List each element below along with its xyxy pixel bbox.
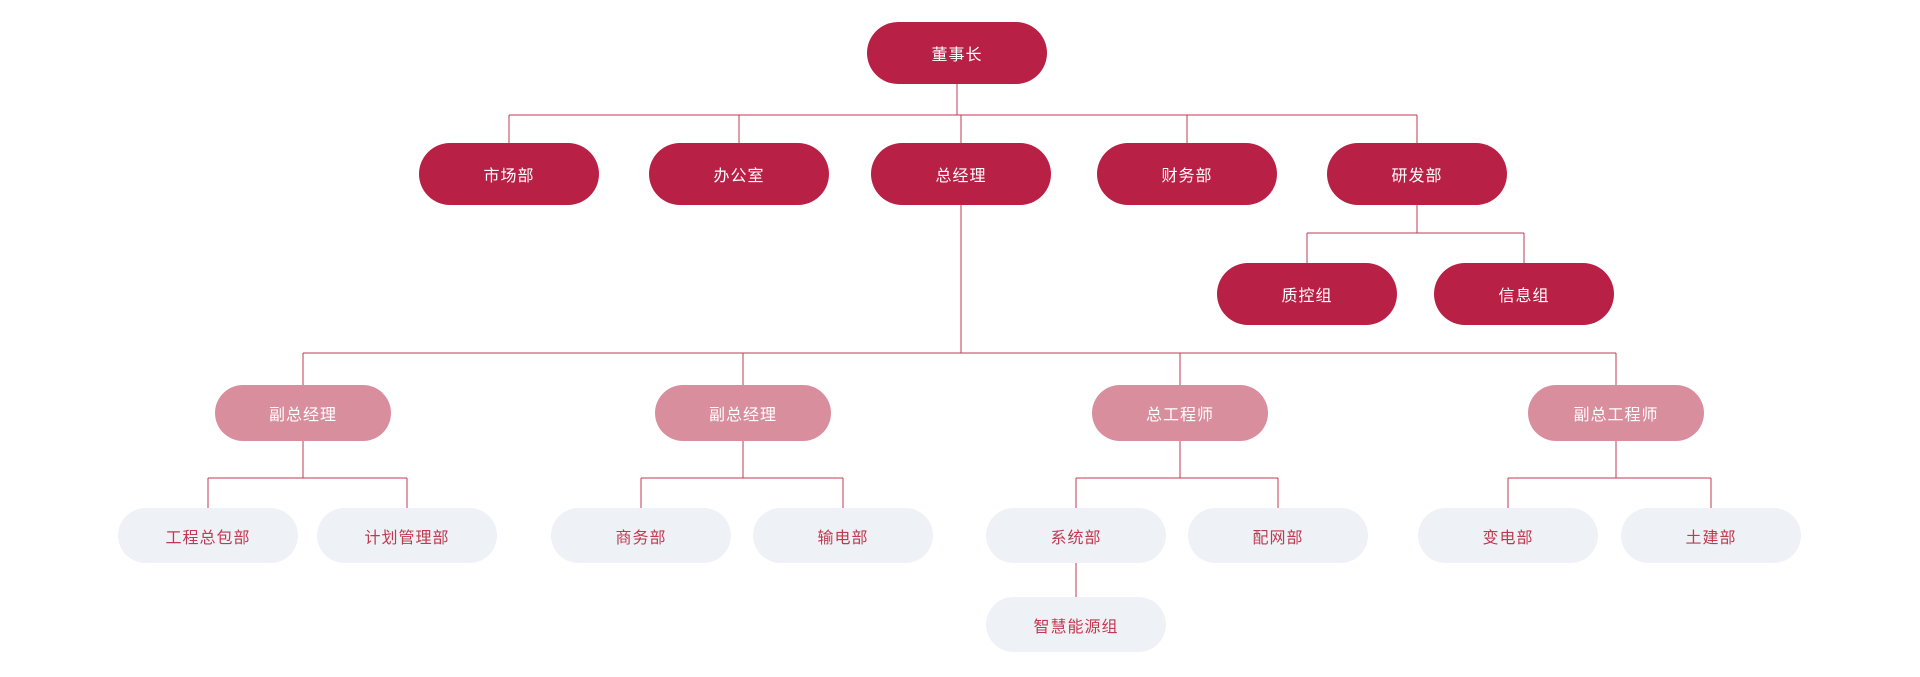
org-node-info-group[interactable]: 信息组 [1434, 263, 1614, 325]
connector-deputy-gm-1-children [207, 441, 408, 508]
org-node-epc-dept[interactable]: 工程总包部 [118, 508, 298, 563]
org-node-general-manager[interactable]: 总经理 [871, 143, 1051, 205]
connector-deputy-gm-2-children [640, 441, 844, 508]
connector-deputy-chief-engineer-children [1507, 441, 1712, 508]
connector-chief-engineer-children [1075, 441, 1279, 508]
org-node-commerce-dept[interactable]: 商务部 [551, 508, 731, 563]
org-node-deputy-gm-2[interactable]: 副总经理 [655, 385, 831, 441]
org-node-transmission-dept[interactable]: 输电部 [753, 508, 933, 563]
org-node-smart-energy-group[interactable]: 智慧能源组 [986, 597, 1166, 652]
org-node-chief-engineer[interactable]: 总工程师 [1092, 385, 1268, 441]
org-node-finance-dept[interactable]: 财务部 [1097, 143, 1277, 205]
org-node-civil-dept[interactable]: 土建部 [1621, 508, 1801, 563]
connector-rnd-children [1306, 205, 1525, 263]
org-node-marketing-dept[interactable]: 市场部 [419, 143, 599, 205]
org-node-distribution-dept[interactable]: 配网部 [1188, 508, 1368, 563]
org-node-deputy-gm-1[interactable]: 副总经理 [215, 385, 391, 441]
connector-level3 [302, 205, 1617, 385]
connector-level1 [508, 84, 1418, 143]
org-node-rnd-dept[interactable]: 研发部 [1327, 143, 1507, 205]
org-node-office[interactable]: 办公室 [649, 143, 829, 205]
org-node-systems-dept[interactable]: 系统部 [986, 508, 1166, 563]
org-node-chairman[interactable]: 董事长 [867, 22, 1047, 84]
org-node-substation-dept[interactable]: 变电部 [1418, 508, 1598, 563]
org-node-qc-group[interactable]: 质控组 [1217, 263, 1397, 325]
org-node-planning-dept[interactable]: 计划管理部 [317, 508, 497, 563]
org-node-deputy-chief-engineer[interactable]: 副总工程师 [1528, 385, 1704, 441]
